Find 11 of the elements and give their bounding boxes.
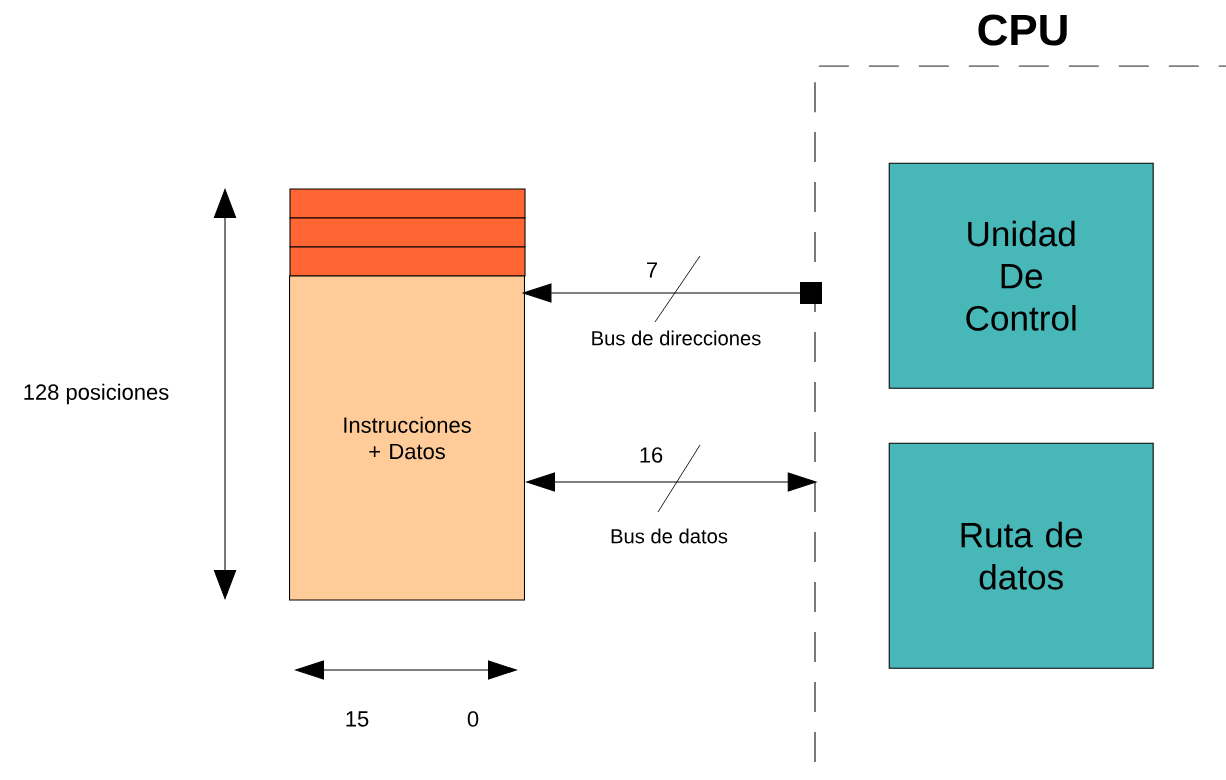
memory-box: Instrucciones + Datos: [289, 275, 525, 601]
bus-width: 16: [637, 445, 665, 465]
bit-number: 0: [465, 709, 481, 729]
dimension-label: 128 posiciones: [21, 382, 171, 406]
bit-number: 15: [343, 709, 371, 729]
process-box: Unidad De Control: [888, 162, 1154, 389]
edge-label: Bus de datos: [608, 526, 730, 546]
edge-label: Bus de direcciones: [588, 328, 764, 348]
process-box: Ruta de datos: [888, 442, 1154, 669]
cpu-title: CPU: [978, 14, 1067, 46]
bus-width: 7: [644, 260, 660, 280]
